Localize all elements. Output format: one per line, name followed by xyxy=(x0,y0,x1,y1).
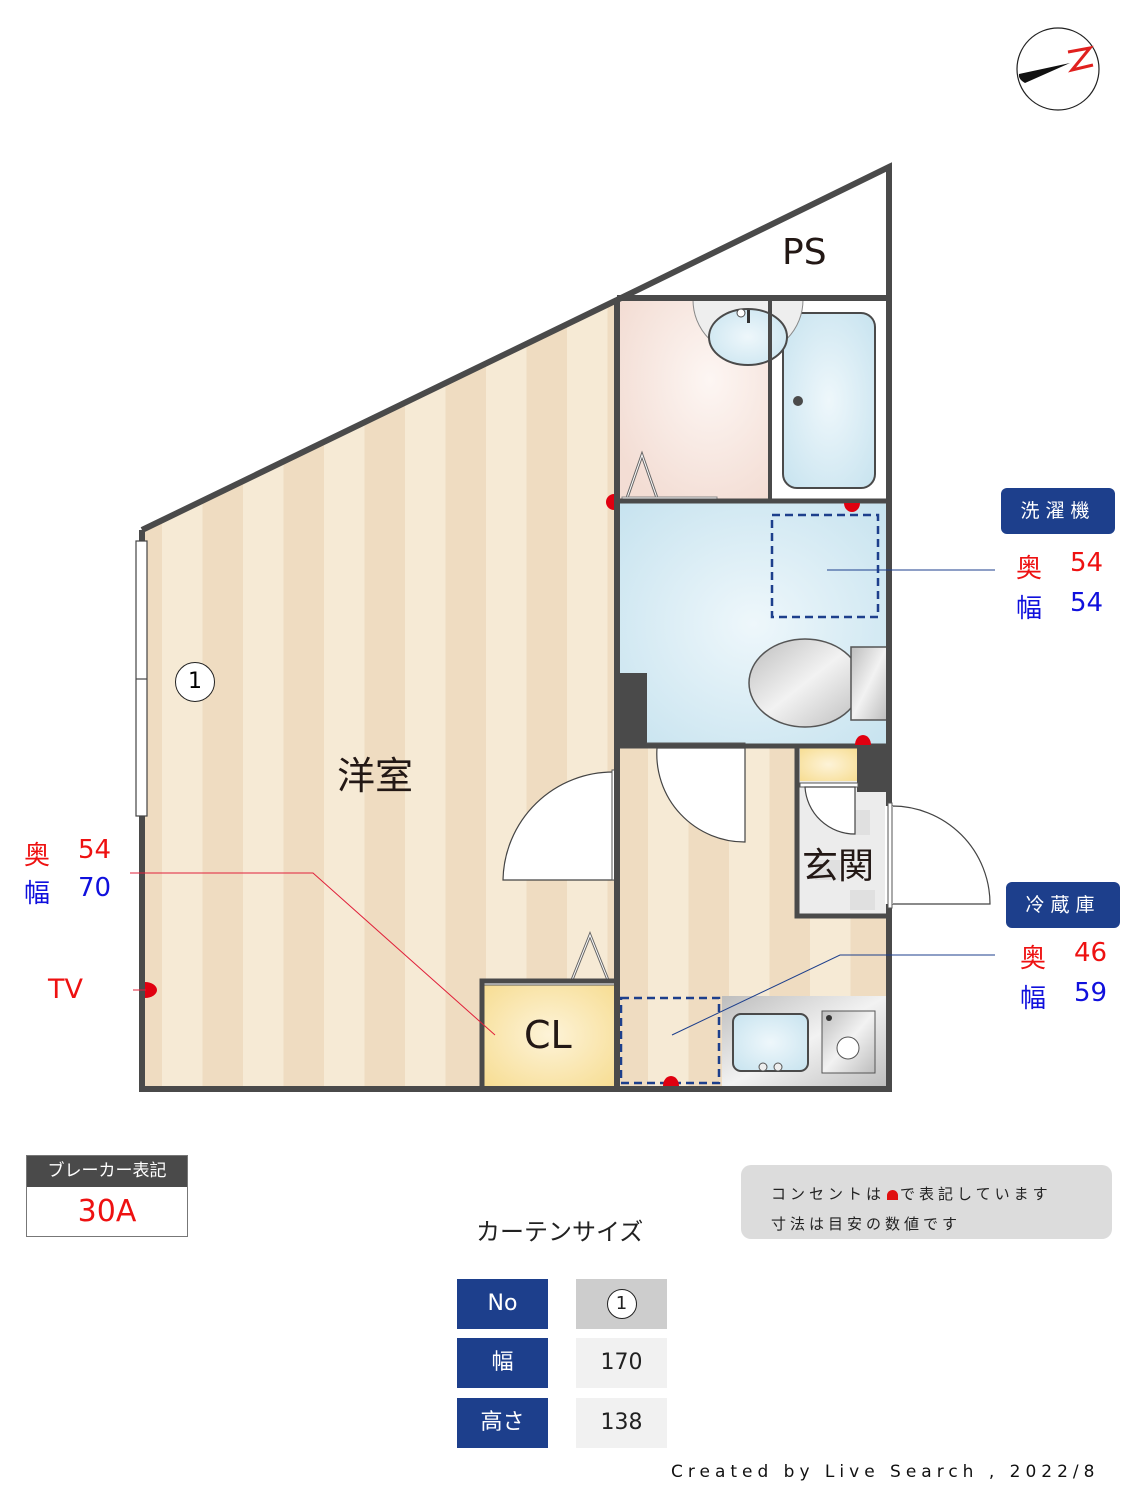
washbasin xyxy=(708,308,788,366)
toilet-tank xyxy=(850,646,888,721)
curtain-row-height: 高さ 138 xyxy=(457,1398,667,1448)
curtain-row-no: No 1 xyxy=(457,1279,667,1329)
fridge-depth: 奥 46 xyxy=(1020,938,1108,974)
fridge-width: 幅 59 xyxy=(1020,978,1108,1014)
breaker-title: ブレーカー表記 xyxy=(27,1156,187,1187)
north-arrow-icon xyxy=(1016,27,1100,111)
curtain-row-width: 幅 170 xyxy=(457,1338,667,1388)
shoe-box xyxy=(800,748,857,781)
shoebox-door-swing xyxy=(804,786,856,835)
western-room-floor xyxy=(142,302,617,1089)
entrance-label: 玄関 xyxy=(802,846,875,887)
bathtub xyxy=(782,312,876,489)
breaker-box: ブレーカー表記 30A xyxy=(26,1155,188,1237)
outlets xyxy=(145,494,871,1086)
washer-depth: 奥 54 xyxy=(1016,548,1104,584)
western-room-label: 洋室 xyxy=(337,754,414,798)
front-door-swing xyxy=(891,805,991,905)
room-depth: 奥 54 xyxy=(24,835,112,871)
washer-badge: 洗濯機 xyxy=(1001,488,1115,534)
credit-text: Created by Live Search , 2022/8 xyxy=(671,1462,1100,1482)
room-door-swing xyxy=(502,771,615,881)
fridge-badge: 冷蔵庫 xyxy=(1006,882,1120,928)
kitchen-sink xyxy=(732,1013,809,1072)
toilet-bowl xyxy=(748,638,862,728)
toilet-door-swing xyxy=(656,747,746,843)
tv-label: TV xyxy=(48,974,83,1005)
closet-label: CL xyxy=(524,1013,572,1057)
window-marker: 1 xyxy=(175,662,215,702)
curtain-title: カーテンサイズ xyxy=(476,1218,644,1246)
washer-width: 幅 54 xyxy=(1016,588,1104,624)
legend-note: コンセントはで表記しています 寸法は目安の数値です xyxy=(741,1165,1112,1239)
outlet-icon xyxy=(887,1189,899,1200)
ps-label: PS xyxy=(782,232,827,273)
washer-space xyxy=(770,513,880,619)
breaker-value: 30A xyxy=(77,1194,137,1229)
room-width: 幅 70 xyxy=(24,873,112,909)
bath-drain-icon xyxy=(793,396,803,406)
closet-floor xyxy=(484,983,615,1087)
